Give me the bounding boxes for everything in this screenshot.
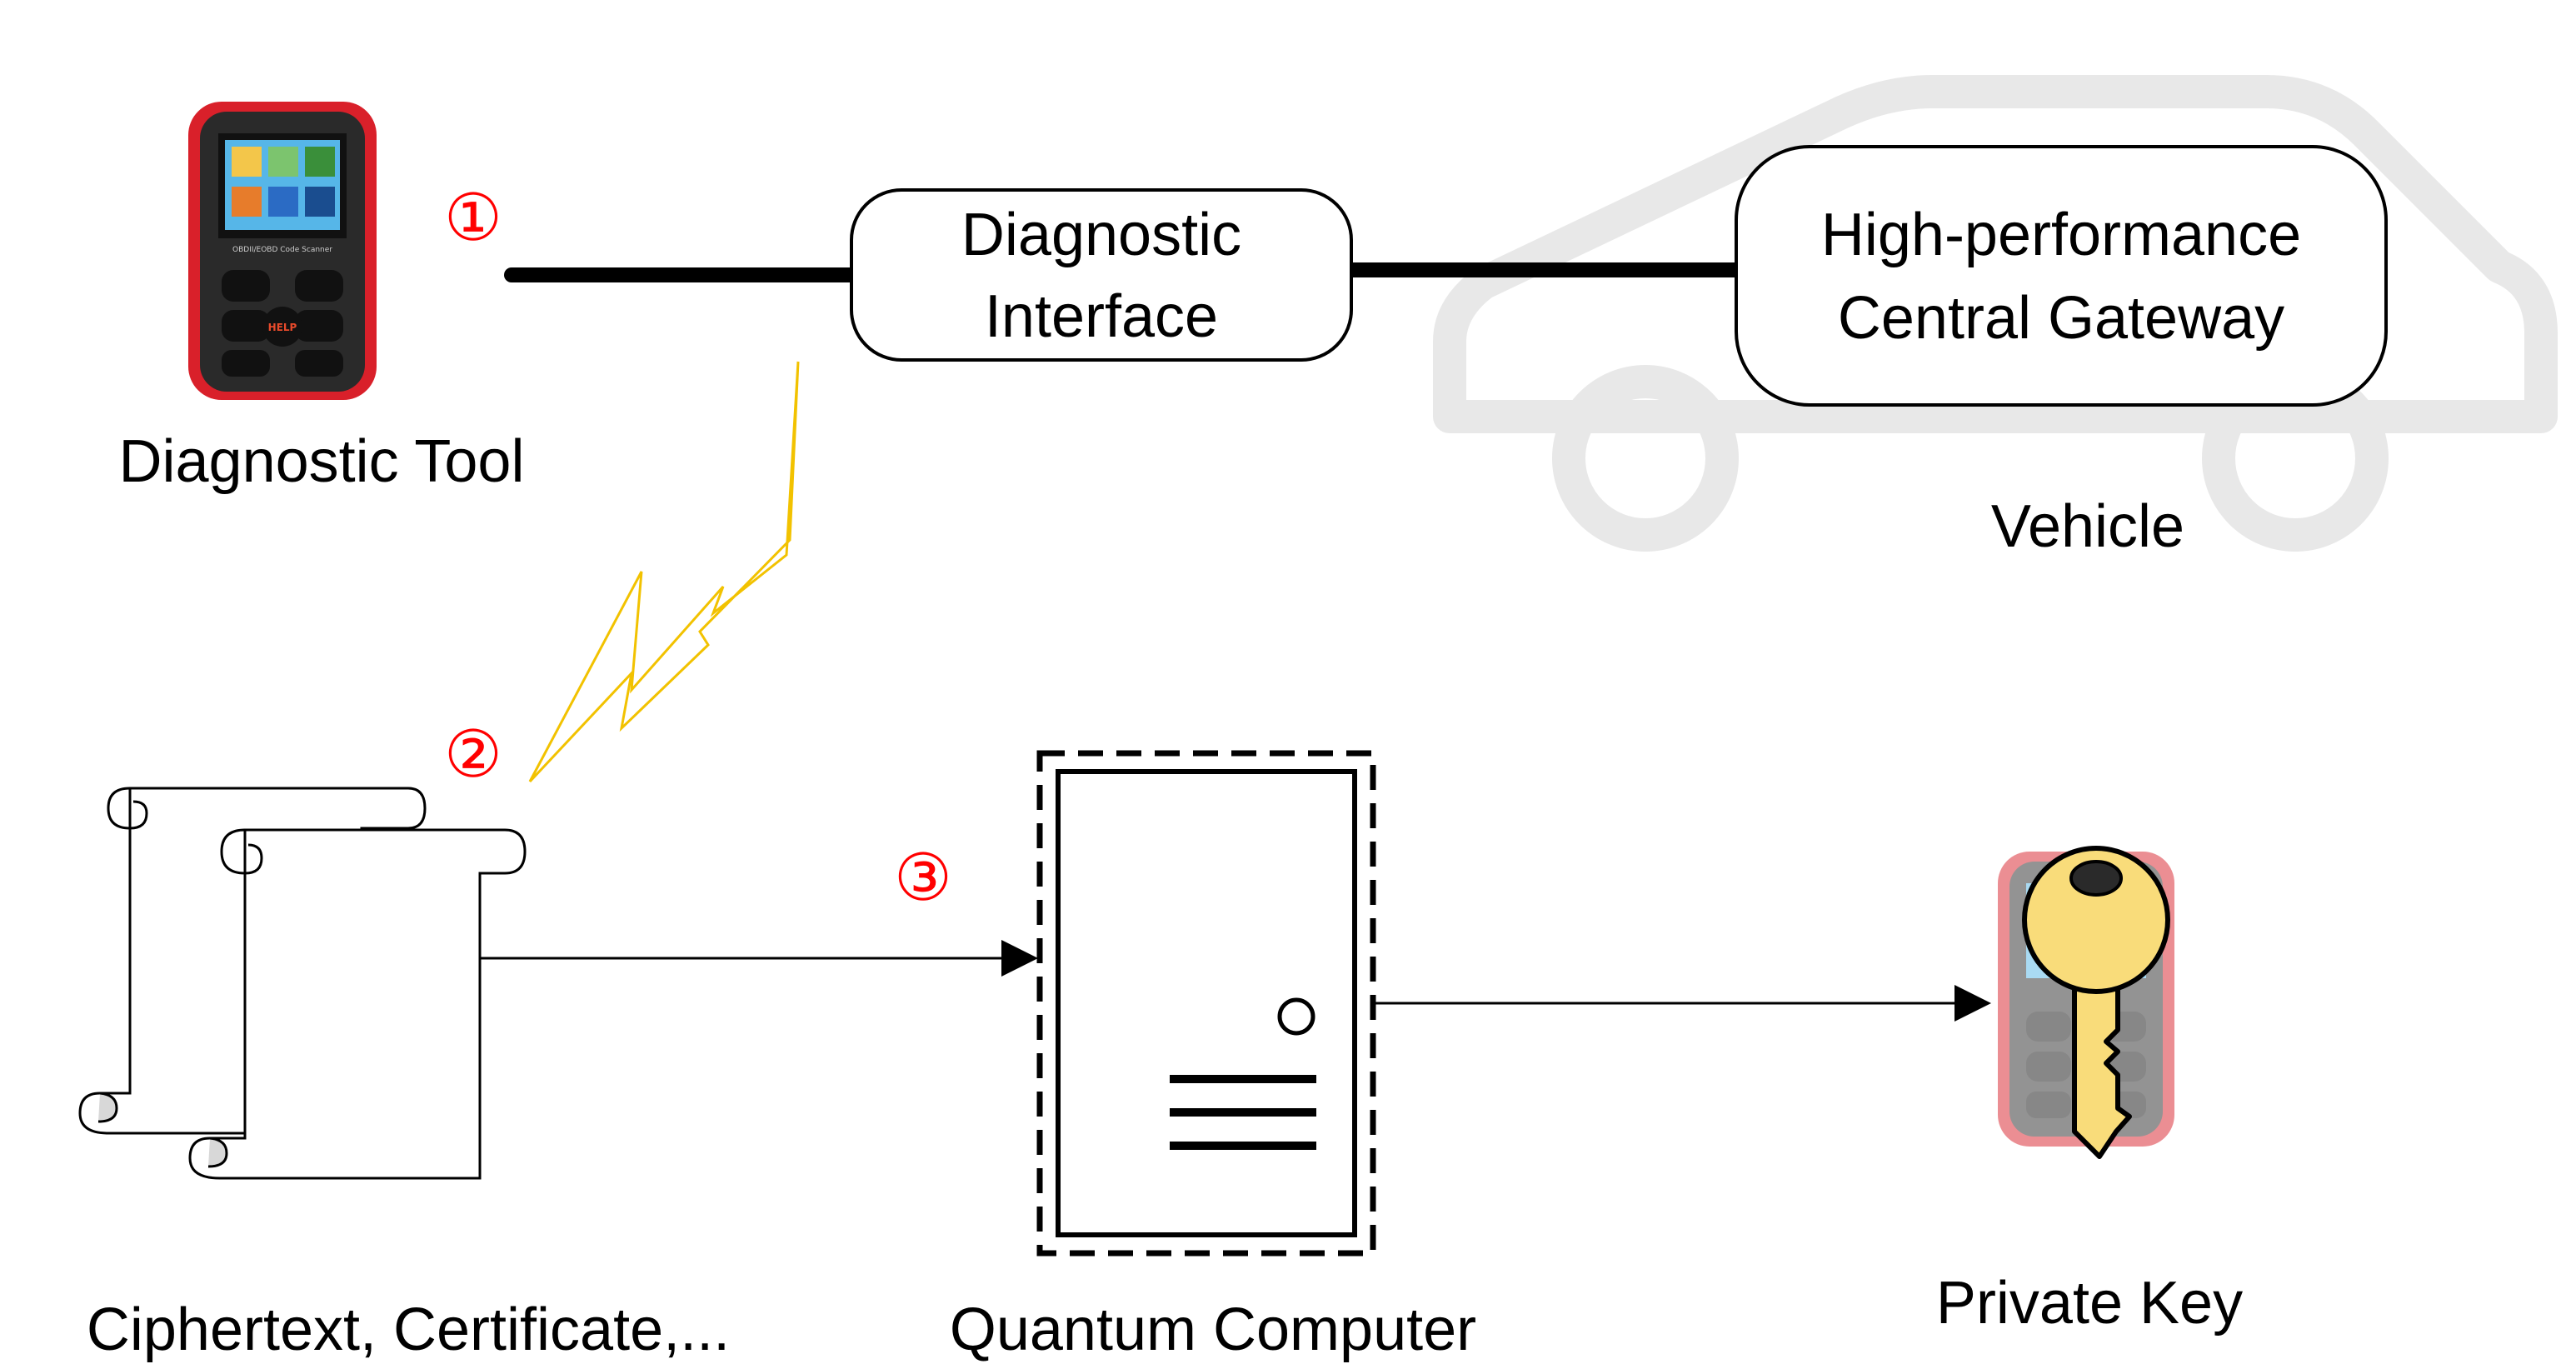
vehicle-label: Vehicle [1991,493,2184,560]
diagnostic-interface-box [850,188,1353,362]
private-key-icon [1998,846,2174,1159]
device-help-text: HELP [268,322,297,333]
diagnostic-interface-label-line2: Interface [985,283,1218,350]
document-scrolls-icon [78,787,527,1180]
private-key-label: Private Key [1936,1270,2243,1337]
diagnostic-tool-label: Diagnostic Tool [119,428,525,495]
wireless-lightning-icon [528,361,800,783]
ciphertext-label: Ciphertext, Certificate,... [87,1297,730,1363]
device-screen-text: OBDII/EOBD Code Scanner [232,246,332,254]
quantum-computer-icon [1036,750,1376,1257]
step-2-marker: ② [444,717,502,792]
step-3-marker: ③ [894,841,952,916]
scroll-to-quantum-arrowhead [1001,940,1038,977]
quantum-computer-label: Quantum Computer [950,1297,1476,1363]
central-gateway-box [1735,145,2388,407]
quantum-to-key-arrowhead [1954,985,1991,1022]
gateway-label-line1: High-performance [1821,202,2301,268]
gateway-label-line2: Central Gateway [1838,285,2284,352]
step-1-marker: ① [444,181,502,256]
diagnostic-interface-label-line1: Diagnostic [961,202,1241,268]
diagnostic-tool-icon: OBDII/EOBD Code Scanner HELP [188,102,377,400]
